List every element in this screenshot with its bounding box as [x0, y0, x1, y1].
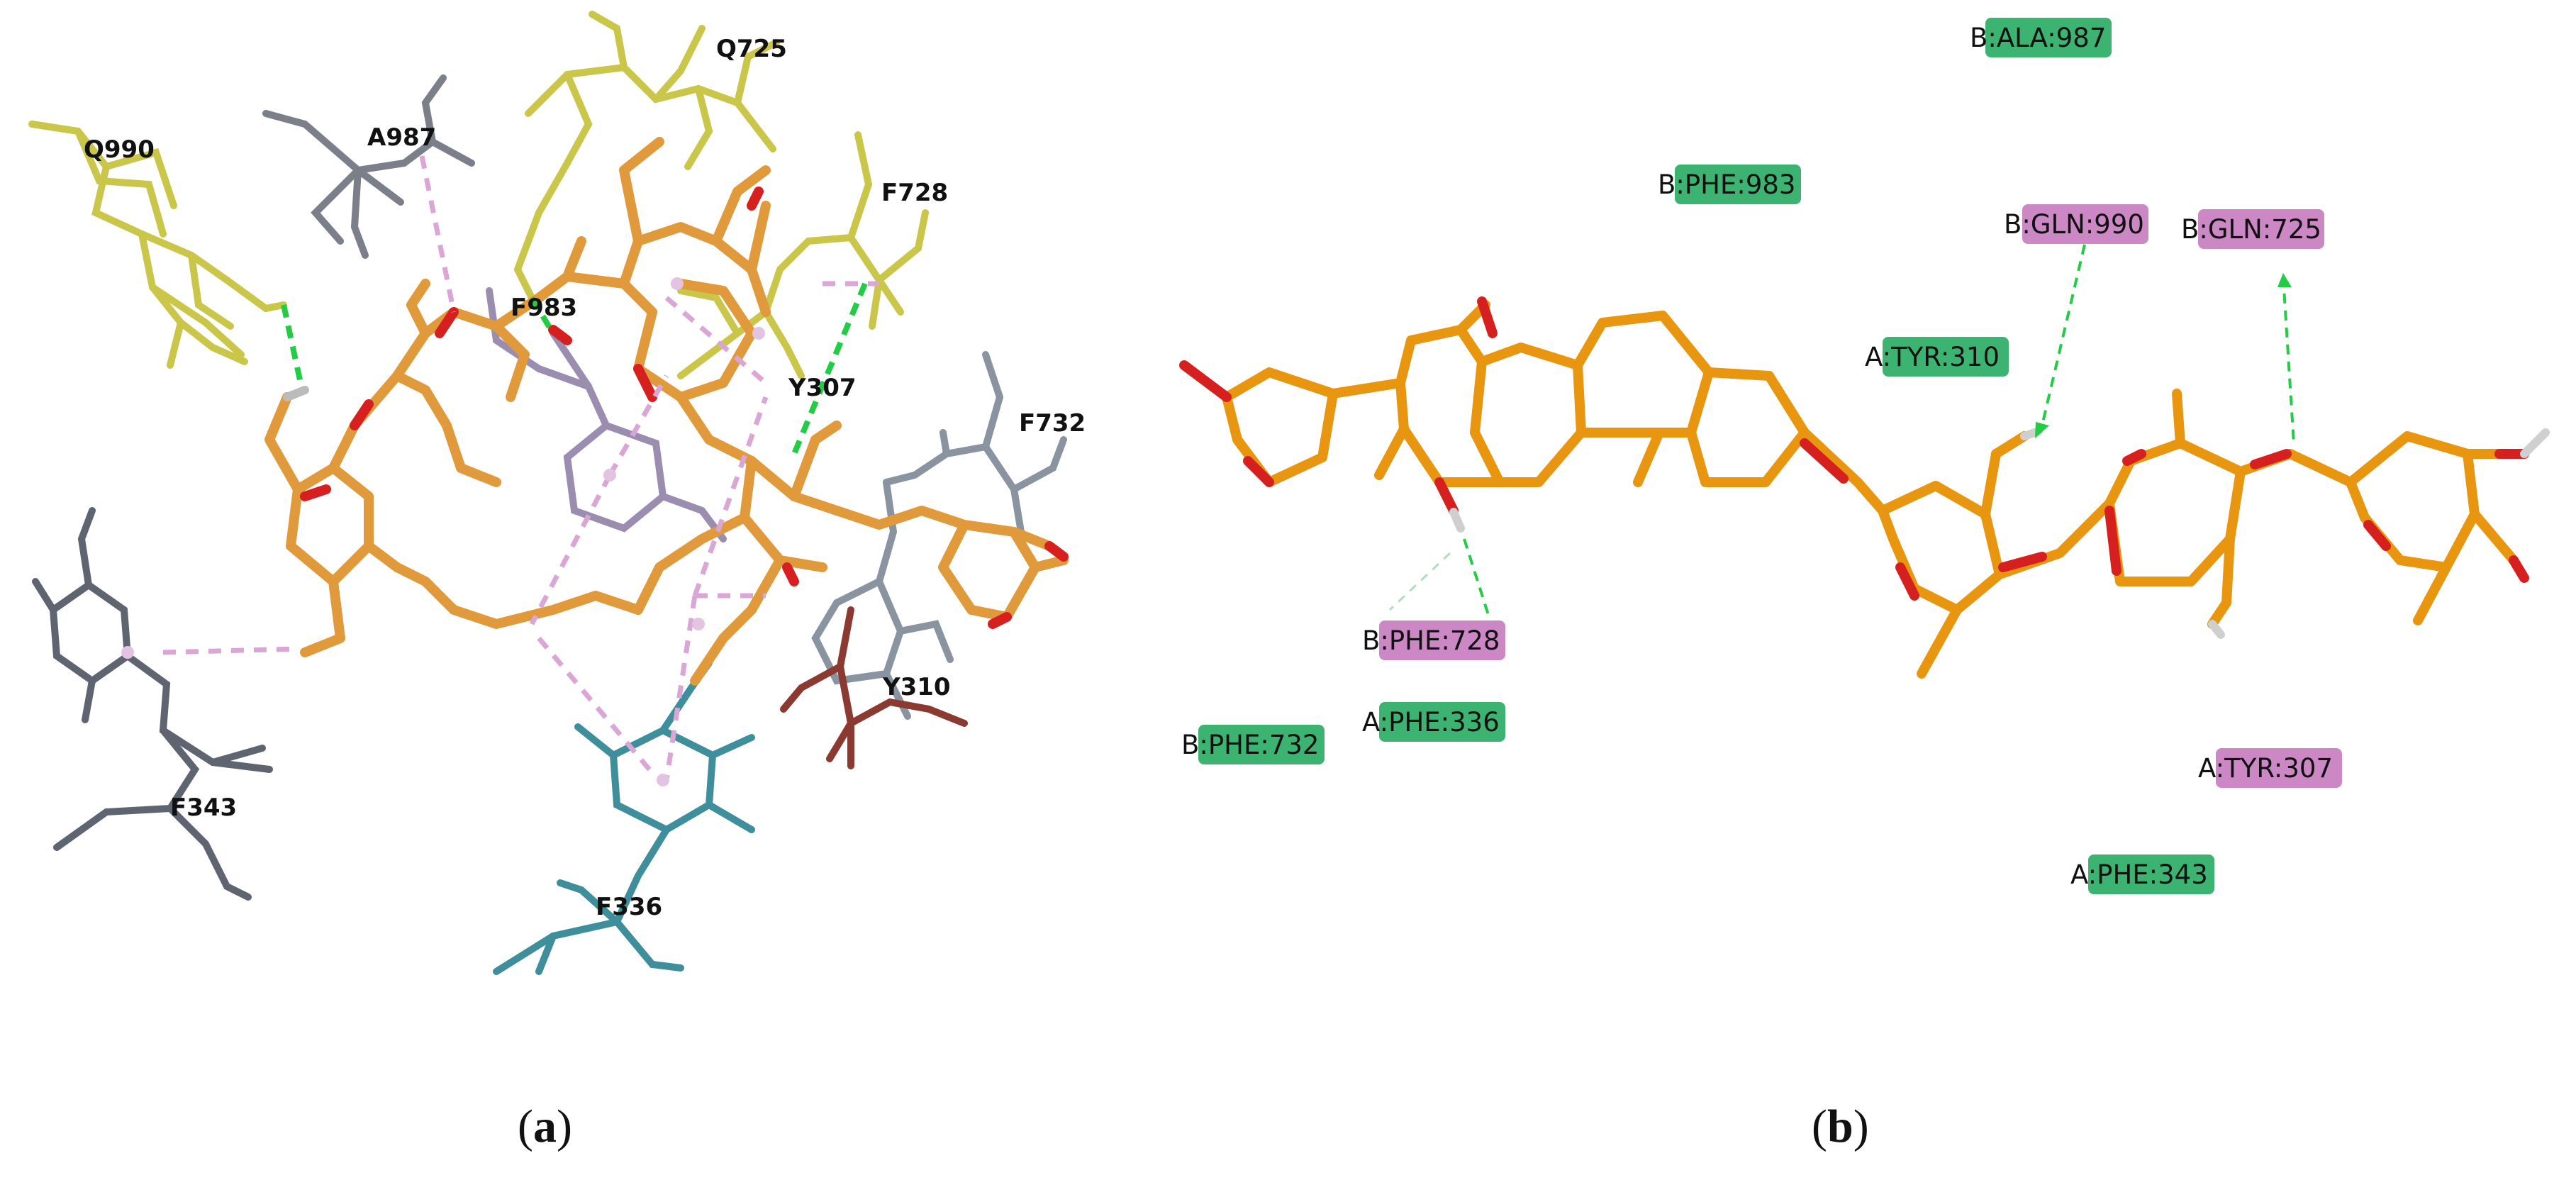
- residue-a987-sticks: [262, 74, 475, 259]
- residue-y310-sticks: [780, 606, 968, 769]
- residue-b-gln-725: B:GLN:725: [2181, 209, 2324, 249]
- svg-text:A:TYR:307: A:TYR:307: [2198, 753, 2333, 784]
- label-f732: F732: [1019, 409, 1086, 438]
- svg-text:A:TYR:310: A:TYR:310: [1865, 342, 2000, 372]
- hydrogen-bond-arrowheads-2d: [2035, 273, 2292, 438]
- label-f336: F336: [596, 893, 662, 921]
- pi-centroids-3d: [121, 277, 765, 786]
- residue-b-phe-732: B:PHE:732: [1181, 725, 1325, 764]
- pi-contact-lines-3d: [162, 155, 879, 781]
- residue-labels-2d: B:ALA:987 B:PHE:983 B:GLN:990 B:GLN:725 …: [1181, 18, 2342, 894]
- label-y307: Y307: [788, 374, 857, 402]
- caption-a: (a): [518, 1101, 572, 1152]
- svg-text:A:PHE:336: A:PHE:336: [1362, 707, 1500, 738]
- svg-text:(b): (b): [1812, 1101, 1869, 1152]
- ligand-2d-sticks: [1222, 300, 2526, 679]
- residue-q990-sticks: [28, 121, 287, 369]
- residue-a-phe-343: A:PHE:343: [2070, 855, 2214, 894]
- caption-b: (b): [1812, 1101, 1869, 1152]
- panel-b-2d-view: B:ALA:987 B:PHE:983 B:GLN:990 B:GLN:725 …: [1179, 18, 2550, 894]
- ligand-3d-sticks: [264, 137, 1069, 686]
- svg-text:(a): (a): [518, 1101, 572, 1152]
- residue-f343-sticks: [32, 507, 273, 901]
- residue-a-tyr-307: A:TYR:307: [2198, 748, 2342, 788]
- residue-f336-sticks: [493, 659, 755, 975]
- label-y310: Y310: [882, 673, 951, 701]
- hydrogen-bond-arrows-2d: [1463, 244, 2295, 618]
- ligand-hydrogen-marks: [283, 386, 309, 401]
- residue-a-tyr-310: A:TYR:310: [1865, 337, 2009, 377]
- residue-b-phe-728: B:PHE:728: [1362, 620, 1505, 660]
- residue-f728-sticks: [677, 131, 929, 379]
- label-f343: F343: [170, 794, 237, 822]
- residue-b-gln-990: B:GLN:990: [2004, 204, 2148, 244]
- label-q725: Q725: [716, 35, 787, 63]
- panel-a-3d-view: Q725 A987 Q990 F728 F983 Y307 F732 Y310 …: [28, 11, 1086, 975]
- svg-text:B:PHE:732: B:PHE:732: [1181, 730, 1319, 760]
- residue-b-ala-987: B:ALA:987: [1970, 18, 2112, 57]
- contact-line-2d: [1388, 552, 1451, 611]
- residue-labels-3d: Q725 A987 Q990 F728 F983 Y307 F732 Y310 …: [84, 35, 1086, 921]
- residue-a-phe-336: A:PHE:336: [1362, 702, 1505, 742]
- svg-text:B:PHE:983: B:PHE:983: [1658, 169, 1795, 200]
- label-a987: A987: [367, 123, 436, 152]
- label-f983: F983: [511, 294, 577, 322]
- hydrogen-bond-lines-3d: [281, 282, 868, 455]
- ligand-2d-oxygen-marks: [1179, 296, 2529, 601]
- residue-b-phe-983: B:PHE:983: [1658, 165, 1801, 204]
- label-f728: F728: [881, 179, 948, 207]
- label-q990: Q990: [84, 135, 155, 164]
- ligand-oxygen-marks: [300, 187, 1069, 629]
- svg-text:B:GLN:725: B:GLN:725: [2181, 214, 2321, 245]
- svg-text:B:ALA:987: B:ALA:987: [1970, 23, 2106, 53]
- svg-text:A:PHE:343: A:PHE:343: [2070, 859, 2208, 890]
- residue-q725-sticks: [513, 11, 780, 301]
- svg-text:B:GLN:990: B:GLN:990: [2004, 209, 2144, 240]
- svg-text:B:PHE:728: B:PHE:728: [1362, 625, 1500, 656]
